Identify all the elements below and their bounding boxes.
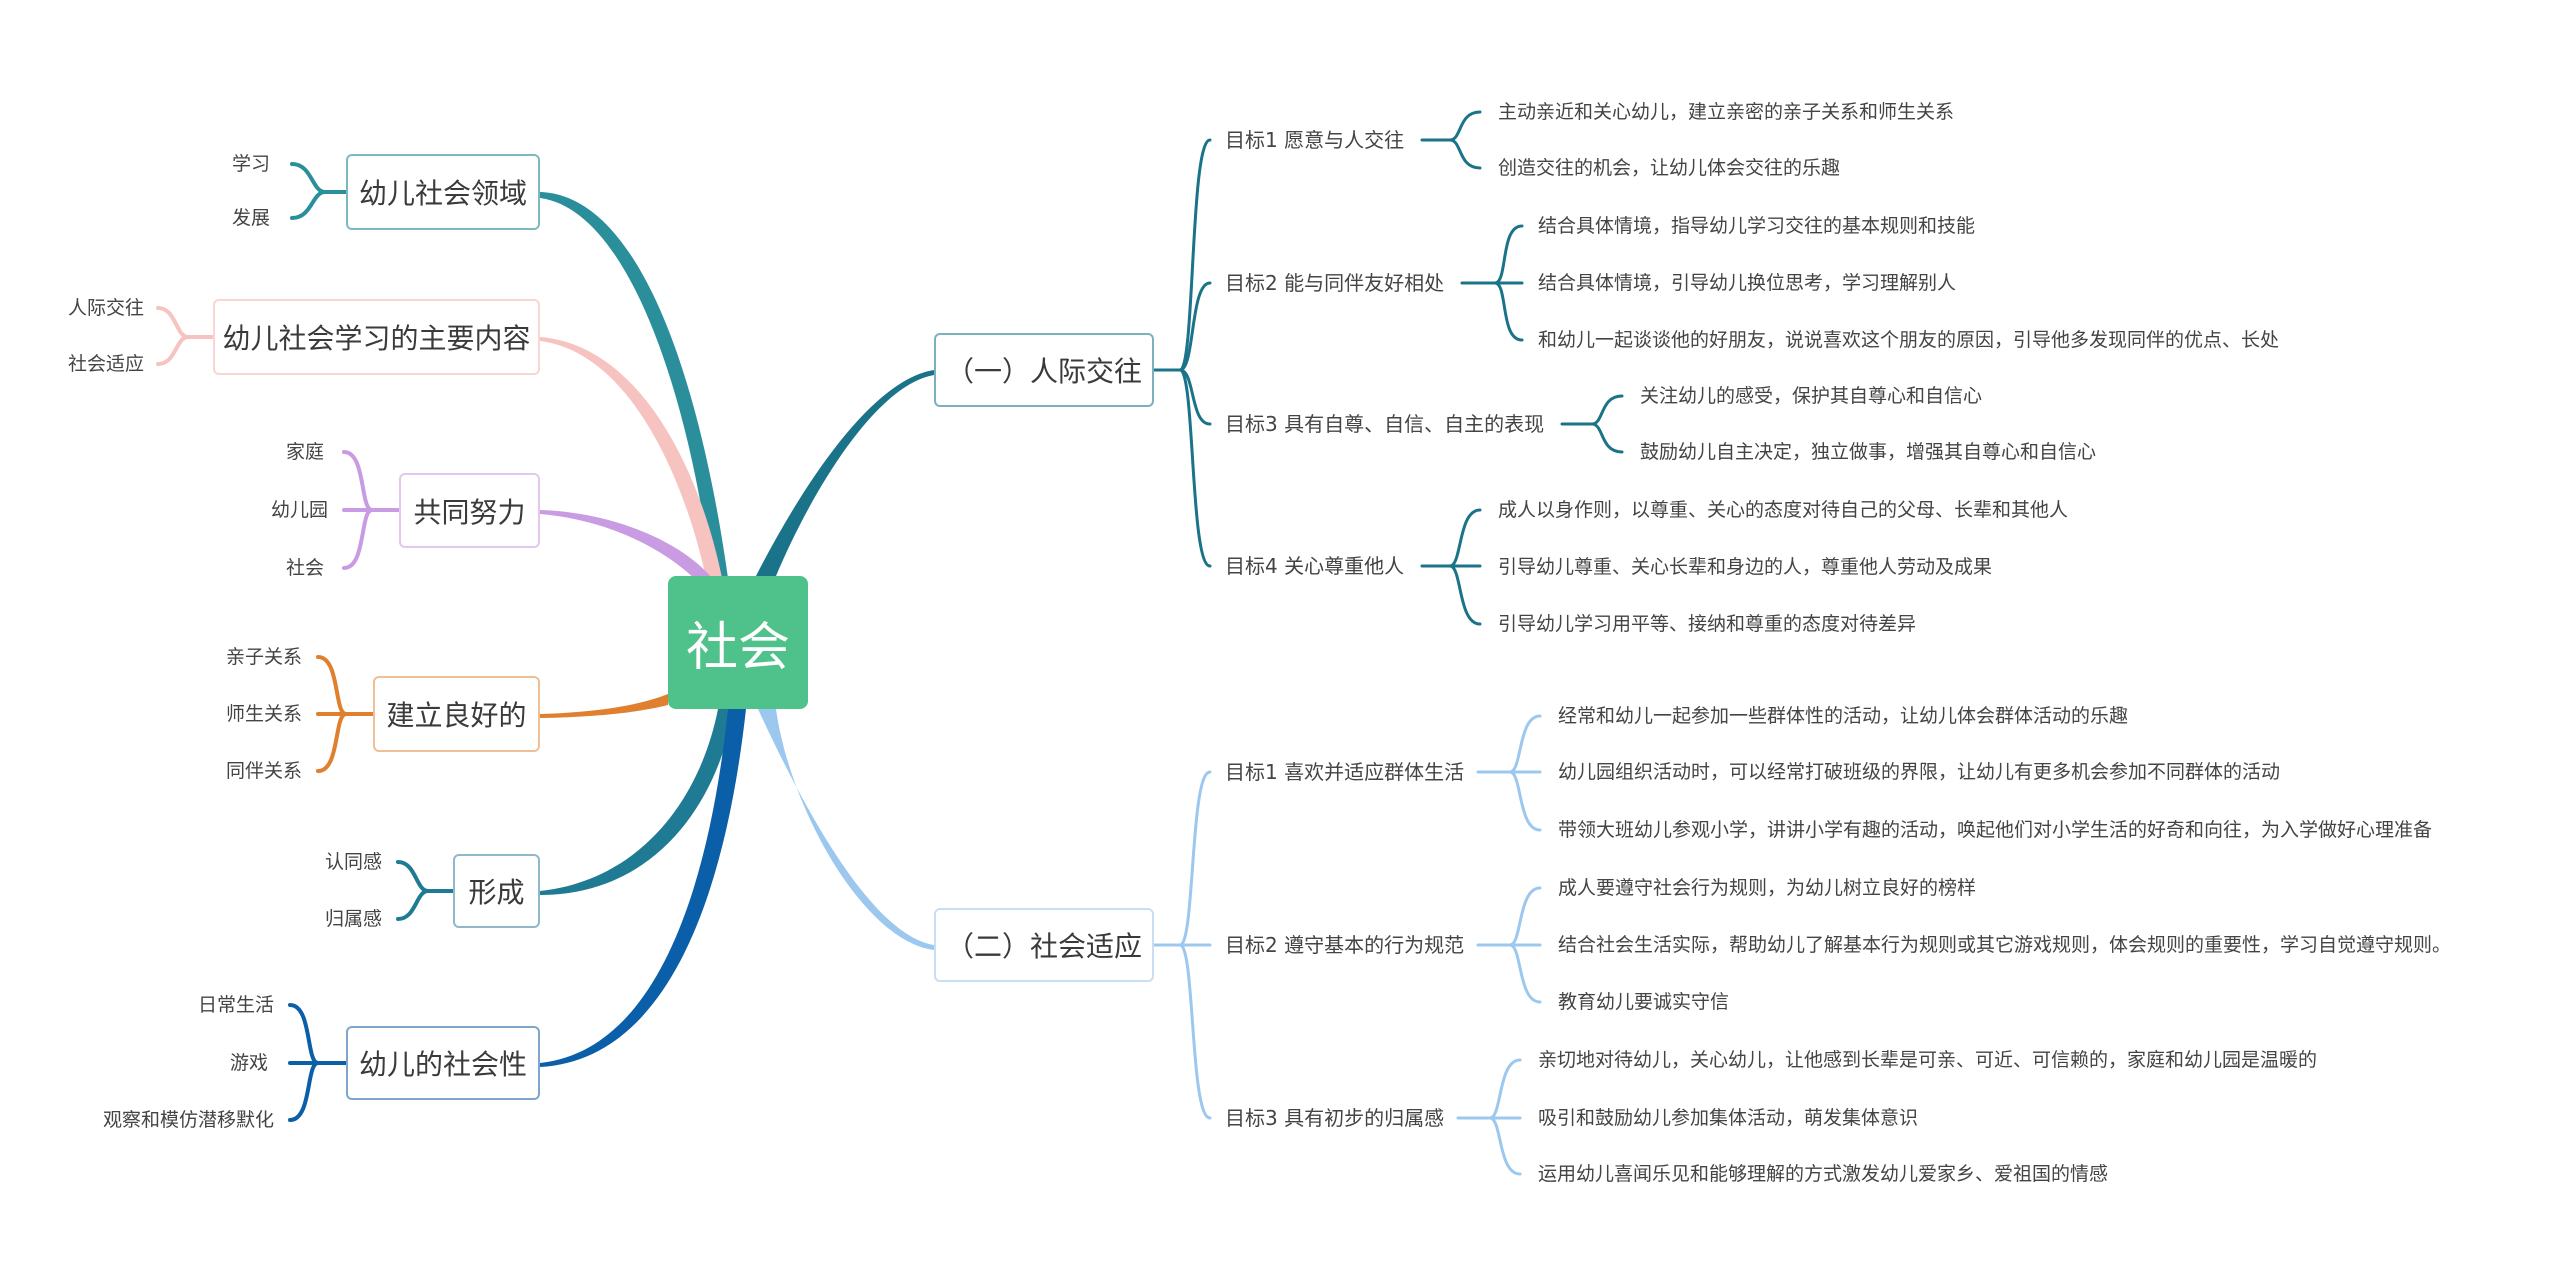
item[interactable]: 教育幼儿要诚实守信 (1558, 991, 1730, 1013)
item[interactable]: 引导幼儿学习用平等、接纳和尊重的态度对待差异 (1498, 613, 1917, 635)
goal-interpersonal-4[interactable]: 目标4 关心尊重他人 (1225, 554, 1405, 578)
item[interactable]: 成人以身作则，以尊重、关心的态度对待自己的父母、长辈和其他人 (1498, 499, 2069, 521)
node-joint-effort[interactable]: 共同努力 (399, 473, 540, 548)
link-root-to-form (540, 709, 734, 895)
leaf-daily-life[interactable]: 日常生活 (197, 994, 274, 1016)
node-label: 幼儿的社会性 (358, 1048, 527, 1081)
leaf-learning[interactable]: 学习 (231, 153, 270, 175)
item[interactable]: 亲切地对待幼儿，关心幼儿，让他感到长辈是可亲、可近、可信赖的，家庭和幼儿园是温暖… (1538, 1049, 2318, 1071)
node-label: （二）社会适应 (945, 930, 1142, 963)
leaf-game[interactable]: 游戏 (229, 1052, 268, 1074)
link-root-to-interpersonal (756, 370, 934, 576)
node-label: 共同努力 (413, 495, 526, 529)
node-label: 形成 (468, 876, 525, 909)
goal-interpersonal-3[interactable]: 目标3 具有自尊、自信、自主的表现 (1225, 412, 1545, 436)
node-label: 幼儿社会领域 (358, 177, 527, 210)
item[interactable]: 和幼儿一起谈谈他的好朋友，说说喜欢这个朋友的原因，引导他多发现同伴的优点、长处 (1538, 329, 2280, 351)
node-label: 建立良好的 (386, 699, 527, 732)
item[interactable]: 引导幼儿尊重、关心长辈和身边的人，尊重他人劳动及成果 (1498, 556, 1993, 578)
leaf-parent-child[interactable]: 亲子关系 (225, 646, 302, 668)
root-label: 社会 (685, 618, 790, 678)
leaf-interpersonal[interactable]: 人际交往 (67, 297, 144, 319)
link-root-to-sociality (540, 709, 746, 1067)
goal-interpersonal-2[interactable]: 目标2 能与同伴友好相处 (1225, 271, 1445, 295)
item[interactable]: 创造交往的机会，让幼儿体会交往的乐趣 (1498, 157, 1841, 179)
node-main-learning-content[interactable]: 幼儿社会学习的主要内容 (213, 299, 540, 375)
node-social-adaptation[interactable]: （二）社会适应 (934, 908, 1154, 982)
node-label: （一）人际交往 (945, 355, 1142, 388)
leaf-social-adaptation[interactable]: 社会适应 (67, 353, 144, 375)
link-root-to-content (540, 337, 722, 578)
item[interactable]: 运用幼儿喜闻乐见和能够理解的方式激发幼儿爱家乡、爱祖国的情感 (1538, 1163, 2109, 1185)
goal-interpersonal-1[interactable]: 目标1 愿意与人交往 (1225, 128, 1405, 152)
leaf-family[interactable]: 家庭 (285, 441, 324, 463)
leaf-observation[interactable]: 观察和模仿潜移默化 (102, 1109, 274, 1131)
item[interactable]: 结合具体情境，引导幼儿换位思考，学习理解别人 (1538, 272, 1957, 294)
item[interactable]: 幼儿园组织活动时，可以经常打破班级的界限，让幼儿有更多机会参加不同群体的活动 (1558, 761, 2281, 783)
item[interactable]: 关注幼儿的感受，保护其自尊心和自信心 (1640, 385, 1983, 407)
link-root-to-adaptation (758, 709, 934, 950)
leaf-development[interactable]: 发展 (231, 207, 270, 229)
leaf-belonging[interactable]: 归属感 (324, 908, 382, 930)
item[interactable]: 主动亲近和关心幼儿，建立亲密的亲子关系和师生关系 (1498, 101, 1955, 123)
leaf-kindergarten[interactable]: 幼儿园 (270, 499, 328, 521)
node-build-good[interactable]: 建立良好的 (373, 676, 540, 752)
goal-adaptation-1[interactable]: 目标1 喜欢并适应群体生活 (1225, 760, 1465, 784)
leaf-identity[interactable]: 认同感 (324, 851, 382, 873)
item[interactable]: 结合社会生活实际，帮助幼儿了解基本行为规则或其它游戏规则，体会规则的重要性，学习… (1558, 934, 2452, 956)
root-node[interactable]: 社会 (668, 576, 808, 709)
leaf-society[interactable]: 社会 (285, 557, 324, 579)
goal-adaptation-3[interactable]: 目标3 具有初步的归属感 (1225, 1106, 1445, 1130)
item[interactable]: 结合具体情境，指导幼儿学习交往的基本规则和技能 (1538, 215, 1976, 237)
link-root-to-build (540, 694, 668, 718)
item[interactable]: 经常和幼儿一起参加一些群体性的活动，让幼儿体会群体活动的乐趣 (1558, 705, 2129, 727)
item[interactable]: 吸引和鼓励幼儿参加集体活动，萌发集体意识 (1538, 1107, 1919, 1129)
node-child-social-domain[interactable]: 幼儿社会领域 (346, 154, 540, 230)
leaf-teacher-student[interactable]: 师生关系 (225, 703, 302, 725)
goal-adaptation-2[interactable]: 目标2 遵守基本的行为规范 (1225, 933, 1465, 957)
node-form[interactable]: 形成 (453, 854, 540, 928)
link-root-to-effort (540, 510, 712, 580)
item[interactable]: 带领大班幼儿参观小学，讲讲小学有趣的活动，唤起他们对小学生活的好奇和向往，为入学… (1558, 819, 2433, 841)
item[interactable]: 鼓励幼儿自主决定，独立做事，增强其自尊心和自信心 (1640, 441, 2097, 463)
node-interpersonal[interactable]: （一）人际交往 (934, 333, 1154, 407)
node-label: 幼儿社会学习的主要内容 (222, 322, 531, 355)
node-child-sociality[interactable]: 幼儿的社会性 (346, 1026, 540, 1100)
leaf-peer[interactable]: 同伴关系 (225, 760, 302, 782)
item[interactable]: 成人要遵守社会行为规则，为幼儿树立良好的榜样 (1558, 877, 1977, 899)
